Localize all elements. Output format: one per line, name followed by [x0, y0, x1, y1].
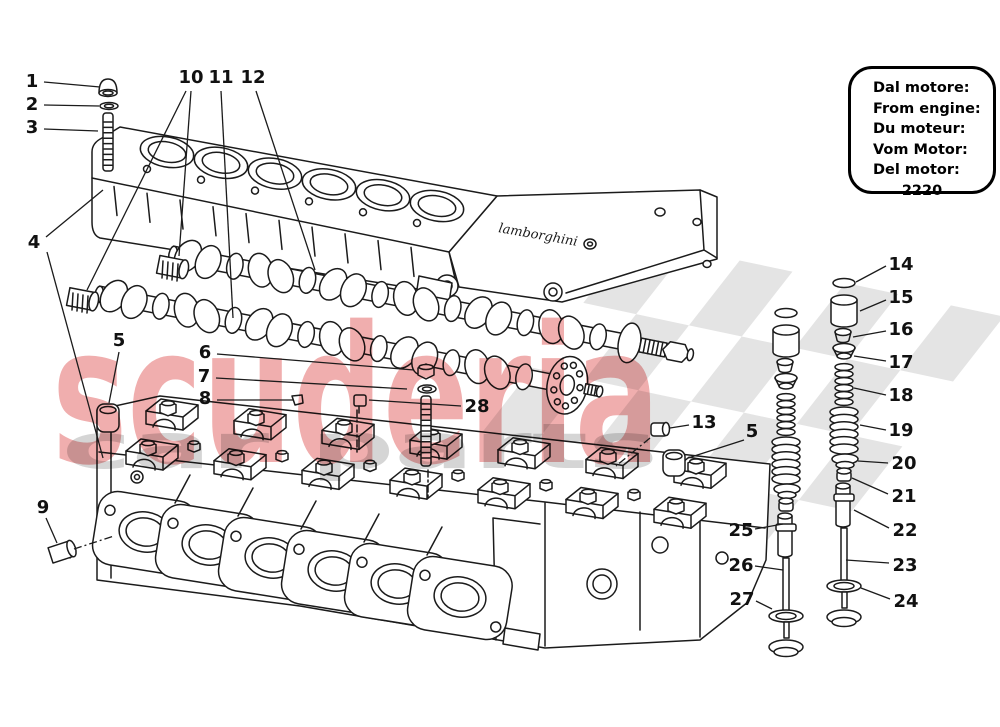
engine-info-box: Dal motore: From engine: Du moteur: Vom … [848, 66, 996, 199]
loose-parts [47, 78, 686, 564]
watermark-car-parts: car parts [62, 410, 658, 483]
callout-5a[interactable]: 5 [112, 330, 126, 351]
callout-1[interactable]: 1 [25, 71, 39, 92]
callout-18[interactable]: 18 [888, 385, 914, 406]
callout-6[interactable]: 6 [198, 342, 212, 363]
callout-2[interactable]: 2 [25, 94, 39, 115]
callout-20[interactable]: 20 [891, 453, 917, 474]
watermark-scuderia: scuderia [52, 286, 660, 507]
callout-14[interactable]: 14 [888, 254, 914, 275]
camshafts [94, 239, 695, 415]
callout-4[interactable]: 4 [27, 232, 41, 253]
callout-19[interactable]: 19 [888, 420, 914, 441]
info-line-german: Vom Motor: [873, 141, 968, 158]
info-line-french: Du moteur: [873, 121, 966, 137]
callout-8[interactable]: 8 [198, 388, 212, 409]
cylinder-head [91, 395, 771, 651]
callout-17[interactable]: 17 [888, 352, 914, 373]
info-line-english: From engine: [873, 100, 981, 117]
info-line-italian: Dal motore: [873, 80, 970, 96]
callout-11[interactable]: 11 [208, 67, 234, 88]
callout-16[interactable]: 16 [888, 319, 914, 340]
callout-3[interactable]: 3 [25, 117, 39, 138]
callout-27[interactable]: 27 [729, 589, 755, 610]
callout-15[interactable]: 15 [888, 287, 914, 308]
valve-assemblies [768, 277, 862, 658]
callout-5b[interactable]: 5 [745, 421, 759, 442]
callout-10[interactable]: 10 [178, 67, 204, 88]
info-line-spanish: Del motor: [873, 162, 960, 178]
callout-21[interactable]: 21 [891, 486, 917, 507]
callout-23[interactable]: 23 [892, 555, 918, 576]
callout-22[interactable]: 22 [892, 520, 918, 541]
callout-28[interactable]: 28 [464, 396, 490, 417]
callout-26[interactable]: 26 [728, 555, 754, 576]
callout-12[interactable]: 12 [240, 67, 266, 88]
callout-9[interactable]: 9 [36, 497, 50, 518]
part-plug-28 [353, 394, 367, 407]
engine-number: 2220 [901, 182, 943, 199]
callout-25[interactable]: 25 [728, 520, 754, 541]
callout-24[interactable]: 24 [893, 591, 919, 612]
valve-cover-bracket [448, 189, 718, 303]
callout-13[interactable]: 13 [691, 412, 717, 433]
callout-7[interactable]: 7 [197, 366, 211, 387]
